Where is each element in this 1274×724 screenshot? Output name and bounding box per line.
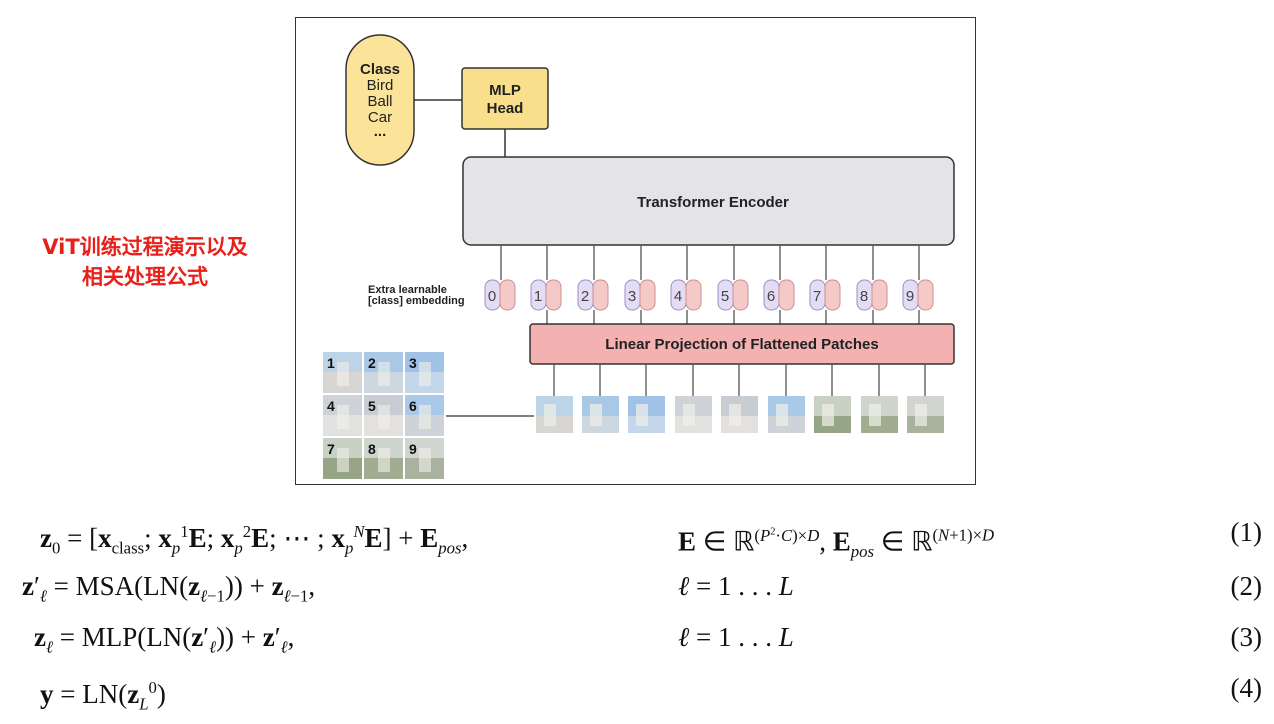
equation-4: y = LN(zL0) (4): [0, 668, 1274, 714]
image-patch-detail: [337, 362, 349, 386]
token-index-2: 2: [581, 288, 589, 305]
token-patch-embedding: [778, 279, 795, 311]
vit-diagram: Class Bird Ball Car ... MLP Head Transfo…: [295, 17, 976, 485]
class-label: Class: [360, 61, 400, 78]
image-patch-detail: [378, 448, 390, 472]
token-patch-embedding: [917, 279, 934, 311]
token-index-7: 7: [813, 288, 821, 305]
patch-tile-detail: [729, 404, 741, 426]
image-patch-detail: [419, 405, 431, 429]
token-index-3: 3: [628, 288, 636, 305]
vit-diagram-svg: Class Bird Ball Car ... MLP Head Transfo…: [323, 34, 955, 479]
extra-embedding-label-2: [class] embedding: [368, 295, 465, 307]
image-patch-number-7: 7: [327, 441, 335, 457]
linear-projection-box: [529, 323, 955, 365]
equation-4-number: (4): [1230, 673, 1262, 703]
image-patch-number-1: 1: [327, 355, 335, 371]
image-patch-number-9: 9: [409, 441, 417, 457]
equation-2-number: (2): [1230, 571, 1262, 601]
class-bird: Bird: [367, 77, 394, 94]
transformer-encoder-label: Transformer Encoder: [637, 194, 789, 211]
equation-1-condition: E ∈ ℝ(P2·C)×D, Epos ∈ ℝ(N+1)×D: [678, 525, 995, 561]
token-index-5: 5: [721, 288, 729, 305]
equation-3: zℓ = MLP(LN(z′ℓ)) + z′ℓ, ℓ = 1 . . . L (…: [0, 617, 1274, 663]
token-index-9: 9: [906, 288, 914, 305]
equation-1-number: (1): [1230, 517, 1262, 547]
equation-3-number: (3): [1230, 622, 1262, 652]
token-index-4: 4: [674, 288, 682, 305]
image-patch-detail: [419, 448, 431, 472]
patch-tile-detail: [544, 404, 556, 426]
image-patch-detail: [419, 362, 431, 386]
caption-line-1: ViT训练过程演示以及: [42, 235, 248, 259]
equation-3-condition: ℓ = 1 . . . L: [678, 622, 794, 652]
caption-line-2: 相关处理公式: [82, 265, 208, 289]
token-index-1: 1: [534, 288, 542, 305]
equation-1: z0 = [xclass; xp1E; xp2E; ⋯ ; xpNE] + Ep…: [0, 512, 1274, 561]
linear-projection-label: Linear Projection of Flattened Patches: [605, 336, 878, 353]
image-patch-number-6: 6: [409, 398, 417, 414]
image-patch-number-2: 2: [368, 355, 376, 371]
token-patch-embedding: [592, 279, 609, 311]
mlp-head-line2: Head: [487, 100, 524, 117]
token-patch-embedding: [545, 279, 562, 311]
class-ellipsis: ...: [374, 123, 387, 140]
equation-2-condition: ℓ = 1 . . . L: [678, 571, 794, 601]
patch-tile-detail: [636, 404, 648, 426]
image-patch-detail: [337, 448, 349, 472]
token-index-0: 0: [488, 288, 496, 305]
image-patch-detail: [378, 405, 390, 429]
token-patch-embedding: [499, 279, 516, 311]
class-ball: Ball: [367, 93, 392, 110]
image-patch-detail: [378, 362, 390, 386]
image-patch-number-5: 5: [368, 398, 376, 414]
caption: ViT训练过程演示以及 相关处理公式: [14, 232, 276, 292]
equation-4-lhs: y = LN(zL0): [40, 678, 166, 714]
extra-embedding-label-1: Extra learnable: [368, 284, 447, 296]
equation-1-lhs: z0 = [xclass; xp1E; xp2E; ⋯ ; xpNE] + Ep…: [40, 522, 469, 558]
patch-tile-detail: [590, 404, 602, 426]
image-patch-detail: [337, 405, 349, 429]
image-patch-number-3: 3: [409, 355, 417, 371]
patch-sequence: [536, 364, 944, 433]
class-car: Car: [368, 109, 392, 126]
equation-2: z′ℓ = MSA(LN(zℓ−1)) + zℓ−1, ℓ = 1 . . . …: [0, 566, 1274, 612]
token-patch-embedding: [824, 279, 841, 311]
patch-tile-detail: [915, 404, 927, 426]
equation-2-lhs: z′ℓ = MSA(LN(zℓ−1)) + zℓ−1,: [22, 571, 316, 606]
token-embeddings: 0 1 2 3 4 5 6 7 8 9: [484, 245, 934, 324]
patch-tile-detail: [869, 404, 881, 426]
token-patch-embedding: [685, 279, 702, 311]
transformer-encoder-box: [462, 156, 955, 246]
token-patch-embedding: [639, 279, 656, 311]
patch-tile-detail: [683, 404, 695, 426]
patch-tile-detail: [776, 404, 788, 426]
token-patch-embedding: [871, 279, 888, 311]
token-patch-embedding: [732, 279, 749, 311]
token-index-6: 6: [767, 288, 775, 305]
image-patch-number-8: 8: [368, 441, 376, 457]
mlp-head-line1: MLP: [489, 82, 521, 99]
patch-tile-detail: [822, 404, 834, 426]
input-image-grid: 1 2 3 4 5 6 7 8 9: [323, 352, 444, 479]
image-patch-number-4: 4: [327, 398, 335, 414]
token-index-8: 8: [860, 288, 868, 305]
equation-3-lhs: zℓ = MLP(LN(z′ℓ)) + z′ℓ,: [34, 622, 295, 657]
